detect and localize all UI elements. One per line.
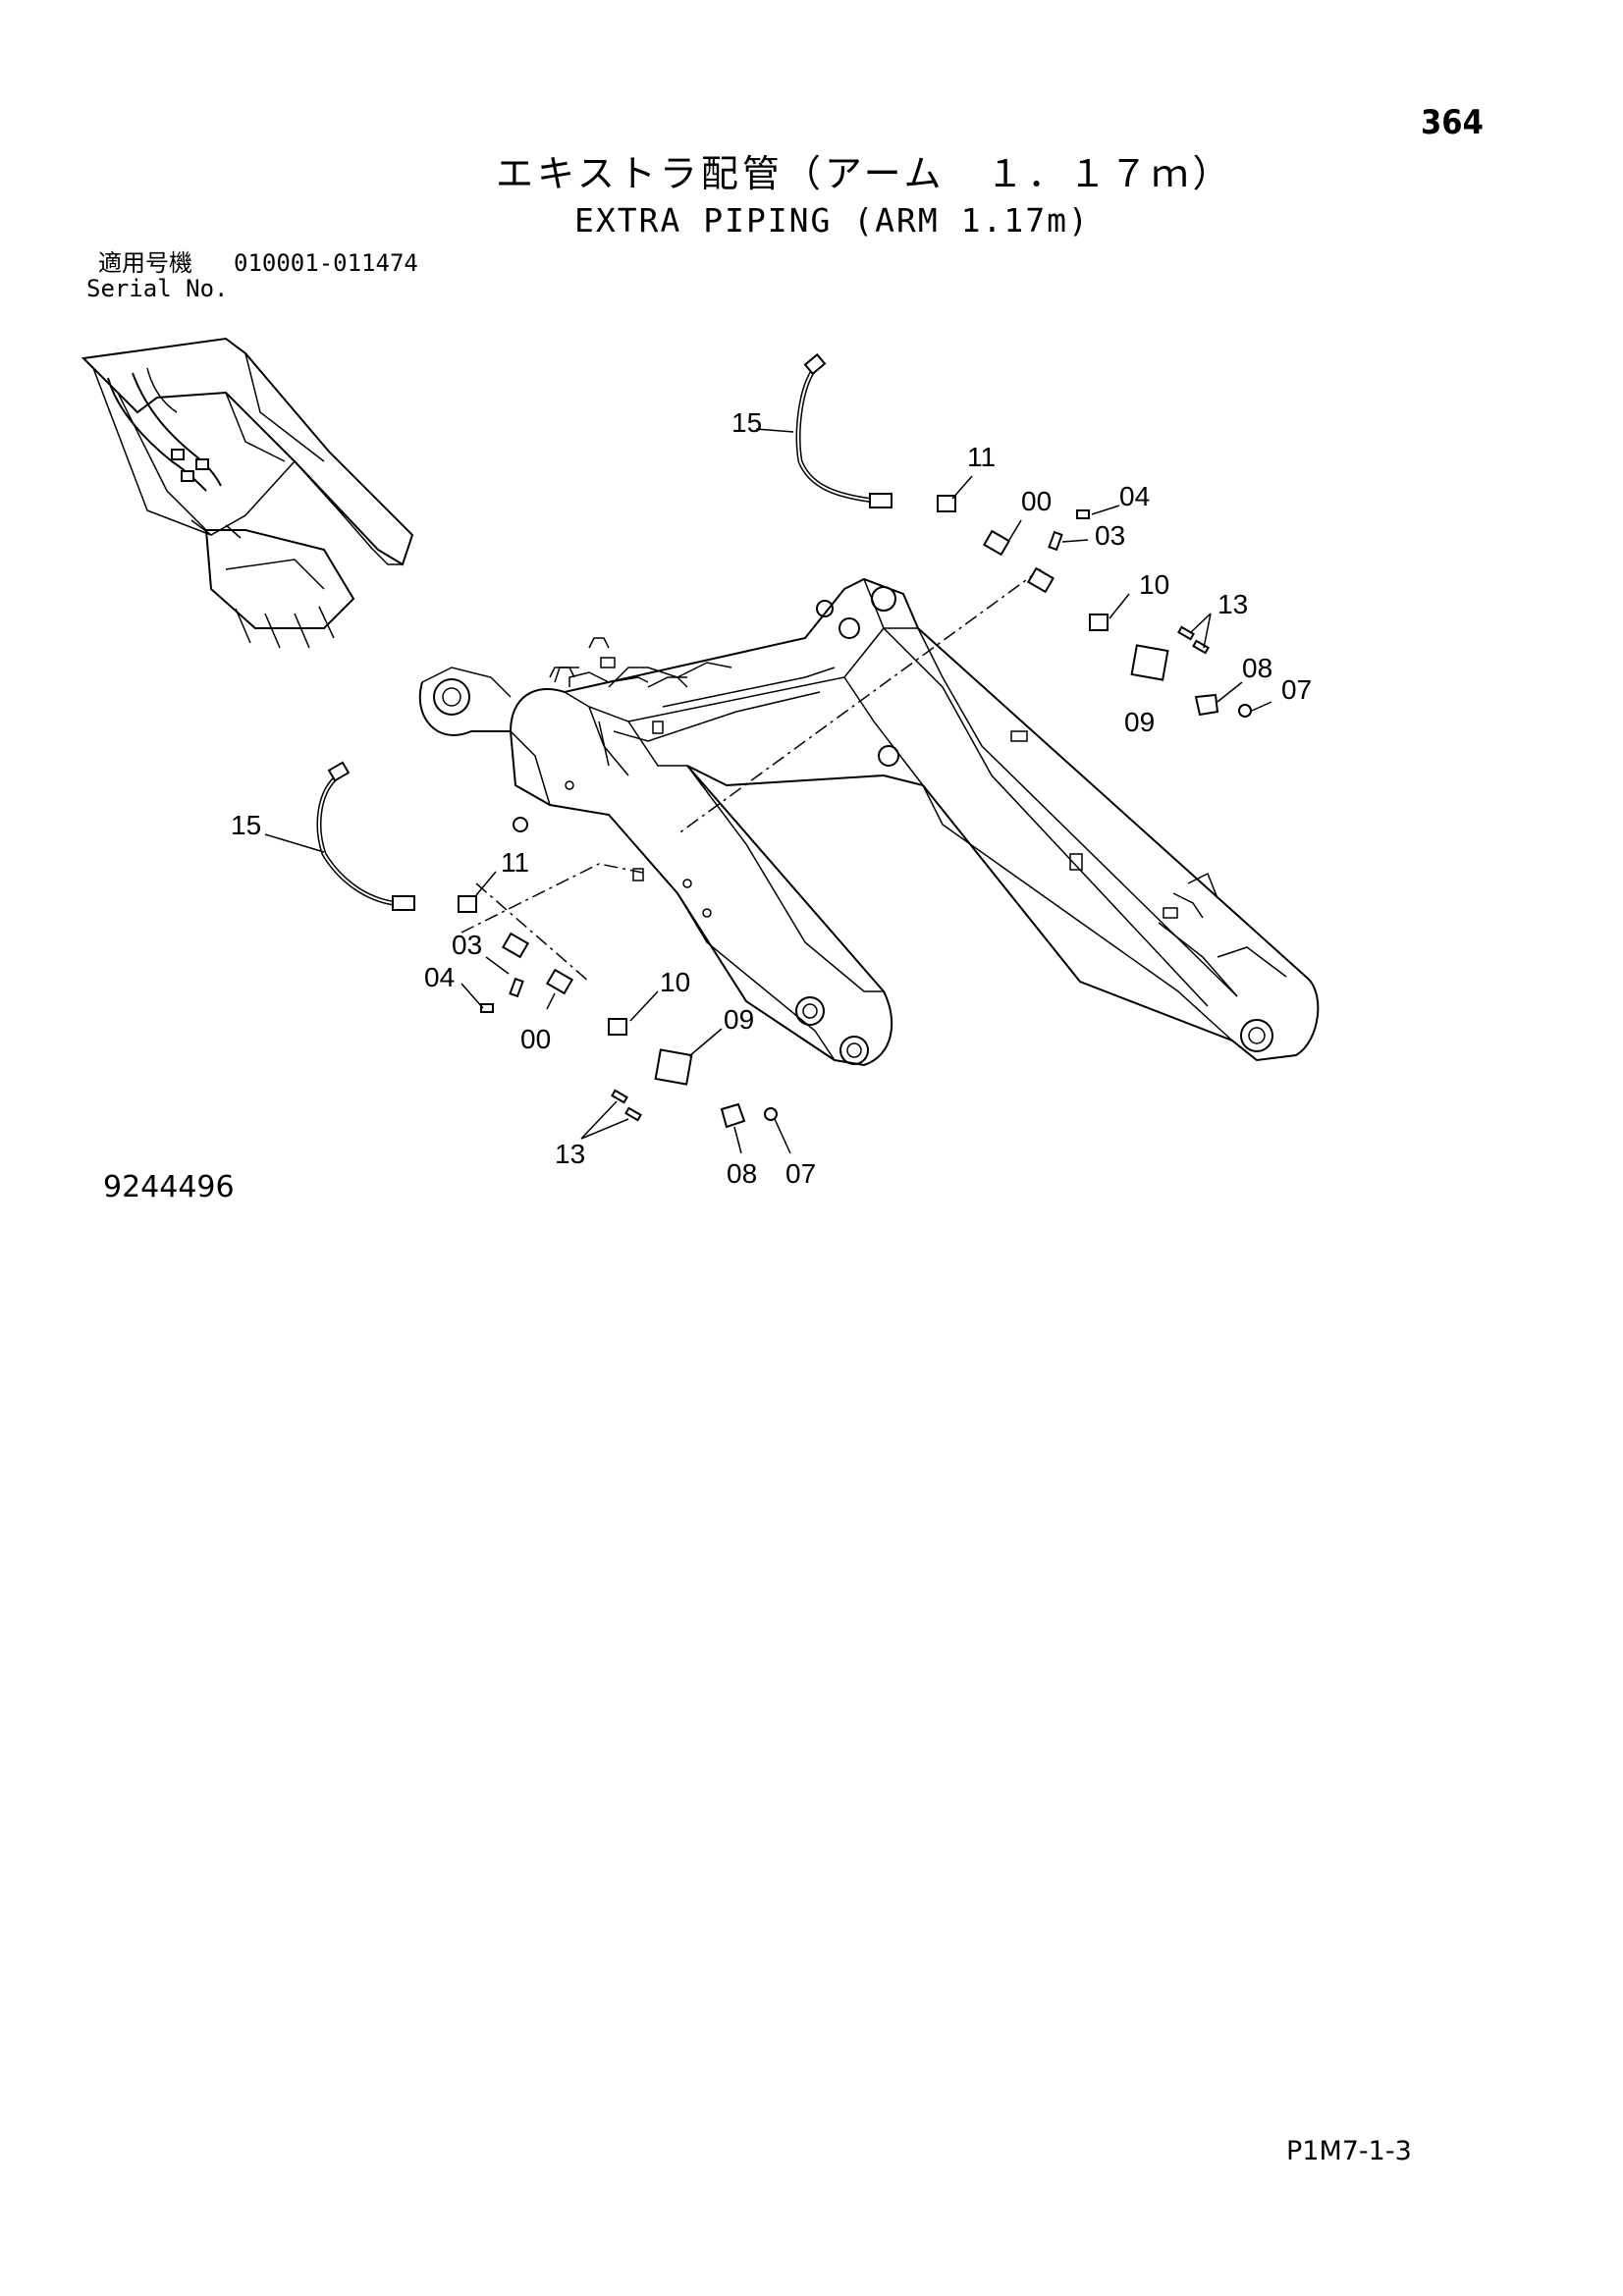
callout-upper-00: 00 bbox=[1021, 486, 1052, 516]
plug-08-lower bbox=[720, 1102, 746, 1129]
centerline-lower bbox=[460, 863, 649, 934]
bolt-04-lower bbox=[480, 1003, 494, 1013]
bolt-13-upper-b bbox=[1192, 639, 1210, 655]
bolt-03-upper bbox=[1048, 530, 1063, 552]
cap-07-lower bbox=[764, 1107, 778, 1121]
bolt-04-upper bbox=[1076, 509, 1090, 519]
callout-upper-03: 03 bbox=[1095, 520, 1125, 551]
page-number: 364 bbox=[1421, 103, 1484, 142]
bolt-13-upper-a bbox=[1177, 625, 1195, 641]
drawing-number: 9244496 bbox=[103, 1170, 235, 1204]
inset-machine-overview bbox=[81, 337, 414, 649]
hose-15-lower bbox=[316, 774, 404, 908]
cap-07-upper bbox=[1238, 704, 1252, 718]
callout-upper-11: 11 bbox=[967, 442, 996, 472]
callout-upper-09: 09 bbox=[1124, 707, 1155, 737]
block-09-upper bbox=[1130, 644, 1169, 681]
page-code: P1M7-1-3 bbox=[1286, 2136, 1412, 2166]
bolt-13-lower-a bbox=[611, 1089, 628, 1104]
callout-upper-10: 10 bbox=[1139, 569, 1169, 600]
callout-lower-08: 08 bbox=[727, 1158, 757, 1189]
title-english: EXTRA PIPING (ARM 1.17m) bbox=[574, 201, 1090, 240]
callout-lower-00: 00 bbox=[520, 1024, 551, 1054]
callout-upper-07: 07 bbox=[1281, 674, 1312, 705]
serial-label-english: Serial No. bbox=[86, 275, 229, 302]
connector-00-upper-a bbox=[982, 529, 1011, 557]
block-09-lower bbox=[654, 1048, 693, 1086]
fitting-11-upper bbox=[937, 495, 956, 512]
callout-lower-04: 04 bbox=[424, 962, 455, 992]
bolt-13-lower-b bbox=[624, 1106, 642, 1122]
upper-hose-assembly bbox=[755, 352, 1272, 718]
centerline-upper bbox=[676, 568, 1042, 835]
callouts-upper: 15 11 00 04 03 10 13 08 07 09 bbox=[731, 407, 1312, 737]
connector-00-lower-a bbox=[501, 932, 530, 959]
callout-lower-15: 15 bbox=[231, 810, 261, 840]
connector-00-lower-b bbox=[545, 968, 574, 995]
callout-upper-04: 04 bbox=[1119, 481, 1150, 511]
callout-upper-08: 08 bbox=[1242, 653, 1272, 683]
callout-lower-07: 07 bbox=[785, 1158, 816, 1189]
plug-08-upper bbox=[1194, 693, 1219, 717]
centerline-lower-block bbox=[475, 882, 590, 983]
hose-15-upper bbox=[795, 366, 885, 506]
callout-lower-11: 11 bbox=[501, 847, 529, 878]
callout-upper-15: 15 bbox=[731, 407, 762, 438]
serial-label-japanese: 適用号機 bbox=[98, 249, 192, 277]
lower-hose-assembly bbox=[264, 761, 791, 1154]
connector-00-upper-b bbox=[1026, 566, 1055, 594]
callout-lower-10: 10 bbox=[660, 967, 690, 997]
fitting-11-lower bbox=[458, 895, 477, 913]
bolt-03-lower bbox=[509, 977, 524, 998]
arm-structure bbox=[418, 577, 1320, 1067]
callout-lower-13: 13 bbox=[555, 1139, 585, 1169]
callout-upper-13: 13 bbox=[1217, 589, 1248, 619]
callout-lower-03: 03 bbox=[452, 930, 482, 960]
callouts-lower: 15 11 03 04 00 10 09 13 08 07 bbox=[231, 810, 816, 1189]
adapter-10-upper bbox=[1089, 614, 1109, 631]
serial-range: 010001-011474 bbox=[234, 249, 418, 277]
adapter-10-lower bbox=[608, 1018, 627, 1036]
callout-lower-09: 09 bbox=[724, 1004, 754, 1035]
title-japanese: エキストラ配管（アーム １．１７ｍ） bbox=[496, 152, 1234, 195]
